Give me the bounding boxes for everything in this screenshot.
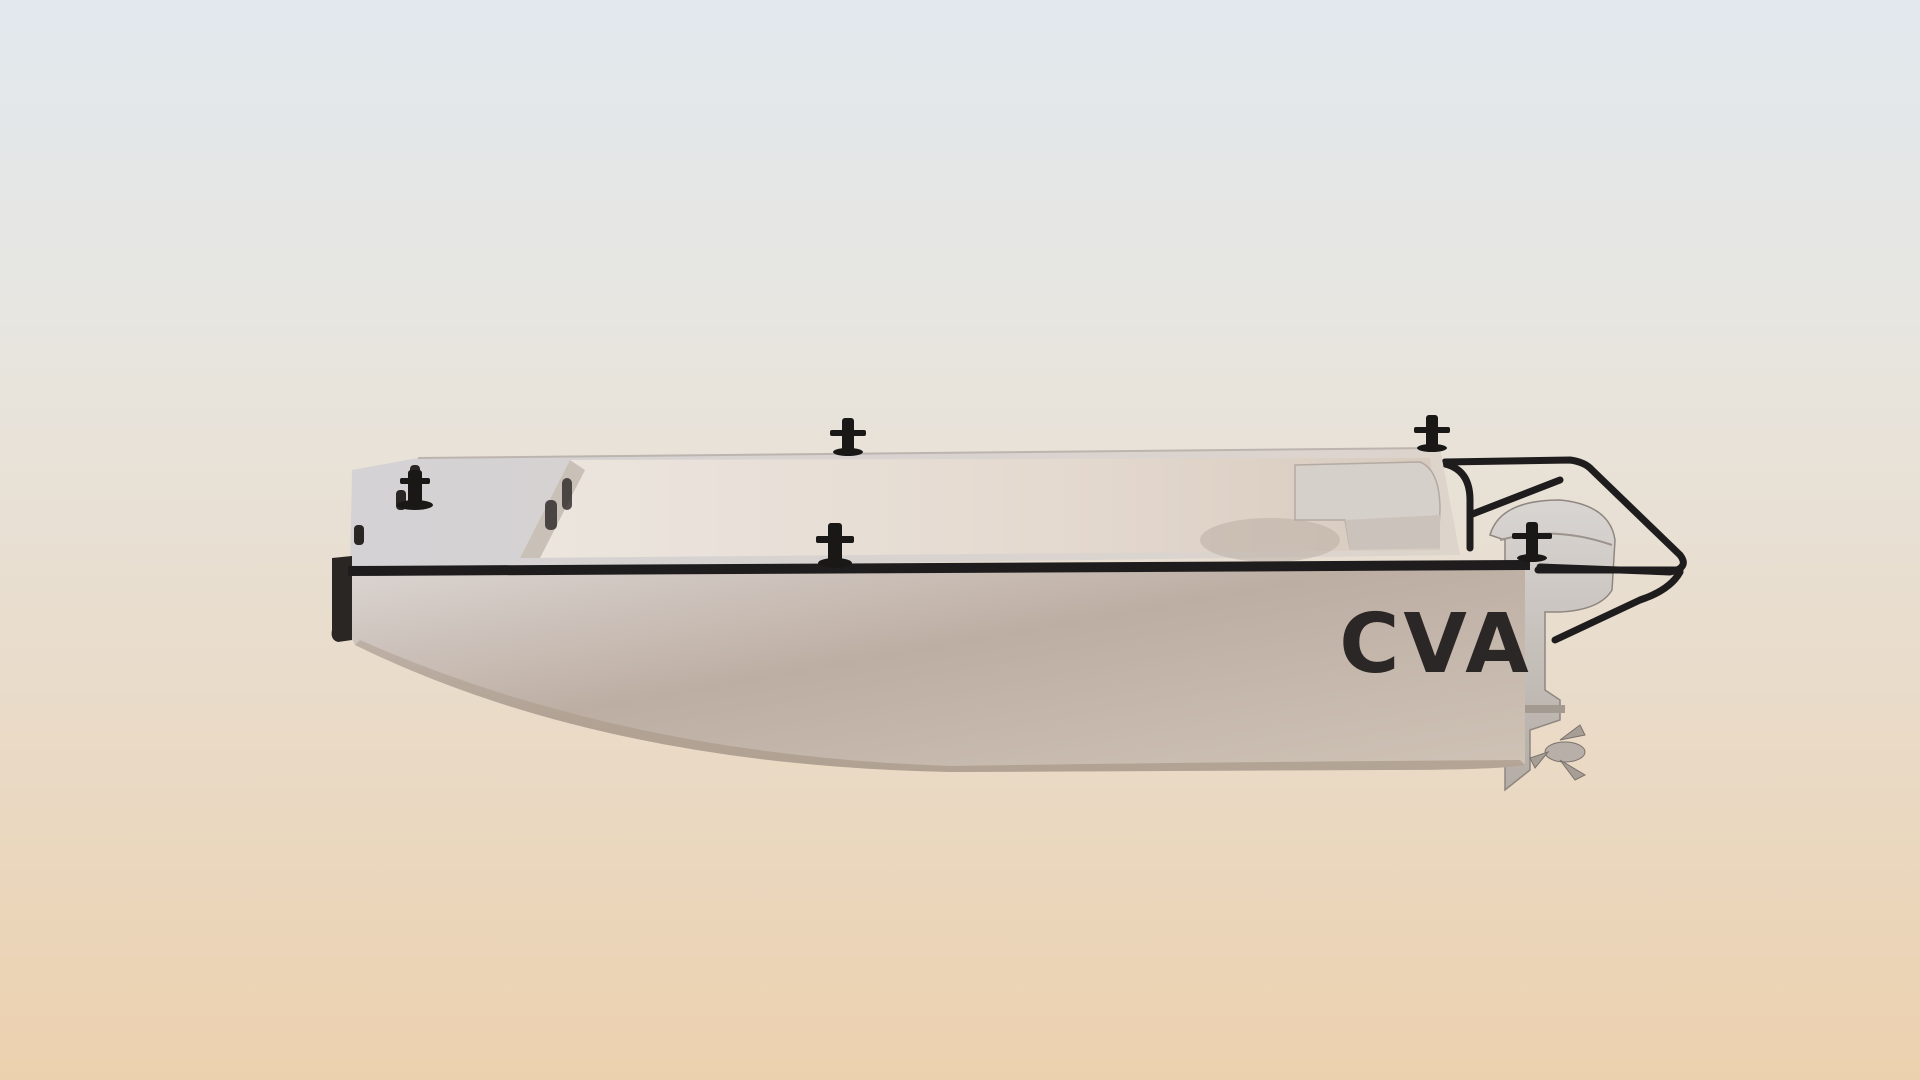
bollard-icon	[816, 523, 854, 568]
cva-logo: CVA	[1339, 597, 1533, 692]
bollard-icon	[1414, 415, 1450, 452]
gunwale-rail	[348, 560, 1530, 576]
rail-frame-icon	[1441, 456, 1687, 644]
bollard-icon	[397, 470, 433, 510]
bow-cap	[331, 556, 352, 642]
boat-hull	[348, 562, 1525, 772]
propeller-icon	[1529, 724, 1587, 781]
cva-logo-text: CVA	[1339, 597, 1533, 692]
bollard-icon	[830, 418, 866, 456]
bollard-icon	[1512, 522, 1552, 562]
